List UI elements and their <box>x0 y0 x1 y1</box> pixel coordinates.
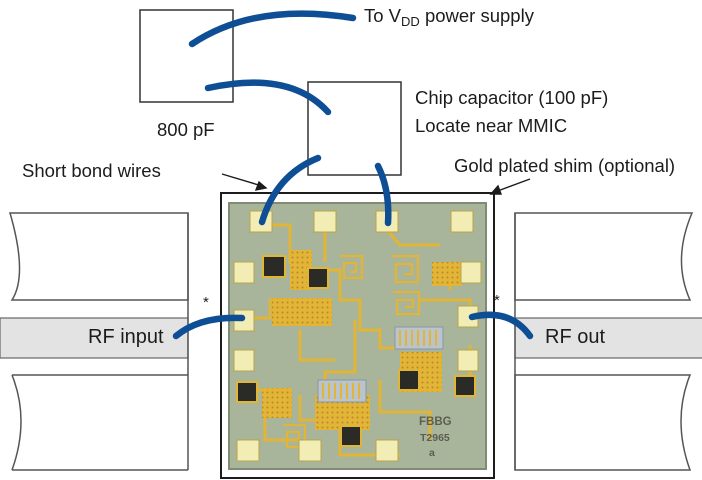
bond-wire-800pf-to-chip-cap <box>204 79 332 116</box>
arrow-short-bond <box>221 173 263 187</box>
chip-capacitor-100pf <box>307 81 402 176</box>
label-gold-plated-shim: Gold plated shim (optional) <box>454 155 676 176</box>
left-rf-trace <box>0 317 189 359</box>
label-vdd-sub: DD <box>401 14 420 29</box>
mmic-die: FBBG T2965 a <box>228 202 487 470</box>
bond-wire-vdd <box>188 10 357 48</box>
transistor-arrays <box>317 326 444 403</box>
die-dark-pads <box>236 255 476 447</box>
label-short-bond-wires: Short bond wires <box>22 160 161 181</box>
callout-arrows <box>221 173 531 195</box>
label-locate-near-mmic: Locate near MMIC <box>415 115 568 136</box>
bond-wire-chip-cap-left <box>258 154 322 226</box>
bond-wire-rf-input <box>172 314 246 340</box>
label-chip-capacitor: Chip capacitor (100 pF) <box>415 87 609 108</box>
left-transmission-line <box>0 212 189 480</box>
label-vdd-prefix: To V <box>364 5 402 26</box>
label-vdd-suffix: power supply <box>419 5 534 26</box>
label-800pf: 800 pF <box>157 119 215 140</box>
die-mark-3: a <box>429 447 435 459</box>
asterisk-right: * <box>494 292 500 309</box>
right-rf-trace <box>514 317 702 359</box>
label-vdd-supply: To VDD power supply <box>364 5 534 29</box>
asterisk-left: * <box>203 294 209 311</box>
bond-wires <box>172 10 534 340</box>
die-mark-1: FBBG <box>419 416 452 428</box>
right-transmission-line <box>514 212 702 471</box>
label-rf-input: RF input <box>88 326 164 348</box>
bond-wire-rf-out <box>468 311 534 340</box>
spiral-inductors <box>283 254 421 449</box>
arrow-gold-shim <box>494 178 531 193</box>
label-rf-out: RF out <box>545 326 606 348</box>
die-mark-2: T2965 <box>420 432 450 444</box>
bond-wire-chip-cap-right <box>374 162 392 227</box>
